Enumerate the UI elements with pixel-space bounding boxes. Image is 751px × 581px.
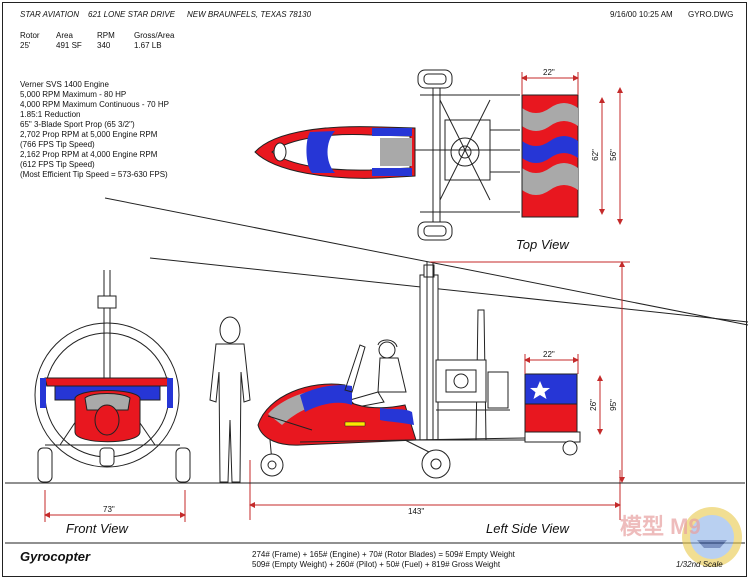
- weight-line-empty: 274# (Frame) + 165# (Engine) + 70# (Roto…: [252, 550, 515, 559]
- side-main-wheel: [421, 449, 451, 479]
- spec-header-rotor: Rotor: [20, 31, 40, 40]
- dim-top-width: 22": [543, 68, 555, 77]
- top-tail-stabilizer: [521, 94, 579, 218]
- weight-line-gross: 509# (Empty Weight) + 260# (Pilot) + 50#…: [252, 560, 501, 569]
- spec-value-gross-area: 1.67 LB: [134, 41, 162, 50]
- dim-side-tail: 26": [588, 399, 598, 411]
- spec-value-rpm: 340: [97, 41, 111, 50]
- engine-note: 4,000 RPM Maximum Continuous - 70 HP: [20, 100, 169, 109]
- engine-note: (766 FPS Tip Speed): [20, 140, 95, 149]
- spec-header-gross-area: Gross/Area: [134, 31, 175, 40]
- rotor-blade-line: [104, 197, 749, 326]
- dim-front-track: 73": [103, 505, 115, 514]
- engine-note: Verner SVS 1400 Engine: [20, 80, 109, 89]
- dim-top-outer: 56": [608, 149, 618, 161]
- drawing-title: Gyrocopter: [20, 549, 91, 564]
- watermark-text: 模型 M9: [620, 514, 701, 539]
- timestamp: 9/16/00 10:25 AM: [610, 10, 673, 19]
- engine-note: (612 FPS Tip Speed): [20, 160, 95, 169]
- side-nose-wheel: [260, 453, 284, 477]
- company-name: STAR AVIATION: [20, 10, 79, 19]
- engine-note: 1.85:1 Reduction: [20, 110, 81, 119]
- label-front-view: Front View: [66, 521, 128, 536]
- side-tail: [524, 373, 581, 456]
- spec-value-area: 491 SF: [56, 41, 82, 50]
- scale-note: 1/32nd Scale: [676, 560, 723, 569]
- front-wheel-right: [175, 447, 191, 483]
- side-view: [249, 261, 630, 520]
- dim-side-length: 143": [408, 507, 425, 516]
- watermark-badge: [682, 507, 742, 567]
- front-wheel-left: [37, 447, 53, 483]
- spec-header-area: Area: [56, 31, 73, 40]
- file-name: GYRO.DWG: [688, 10, 734, 19]
- engine-note: 2,162 Prop RPM at 4,000 Engine RPM: [20, 150, 158, 159]
- dim-top-inner: 62": [590, 149, 600, 161]
- top-wheel-upper: [417, 69, 453, 89]
- top-view: [254, 69, 623, 241]
- side-engine: [435, 359, 510, 411]
- spec-header-rpm: RPM: [97, 31, 115, 40]
- engine-note: (Most Efficient Tip Speed = 573-630 FPS): [20, 170, 168, 179]
- engine-note: 65" 3-Blade Sport Prop (65 3/2"): [20, 120, 135, 129]
- spec-value-rotor: 25': [20, 41, 31, 50]
- label-top-view: Top View: [516, 237, 569, 252]
- company-address: 621 LONE STAR DRIVE: [88, 10, 175, 19]
- human-silhouette: [209, 316, 251, 483]
- front-view: [34, 270, 191, 522]
- label-side-view: Left Side View: [486, 521, 569, 536]
- engine-note: 5,000 RPM Maximum - 80 HP: [20, 90, 127, 99]
- top-wheel-lower: [417, 221, 453, 241]
- company-city: NEW BRAUNFELS, TEXAS 78130: [187, 10, 312, 19]
- engine-note: 2,702 Prop RPM at 5,000 Engine RPM: [20, 130, 158, 139]
- dim-side-height: 95": [608, 399, 618, 411]
- dim-side-width: 22": [543, 350, 555, 359]
